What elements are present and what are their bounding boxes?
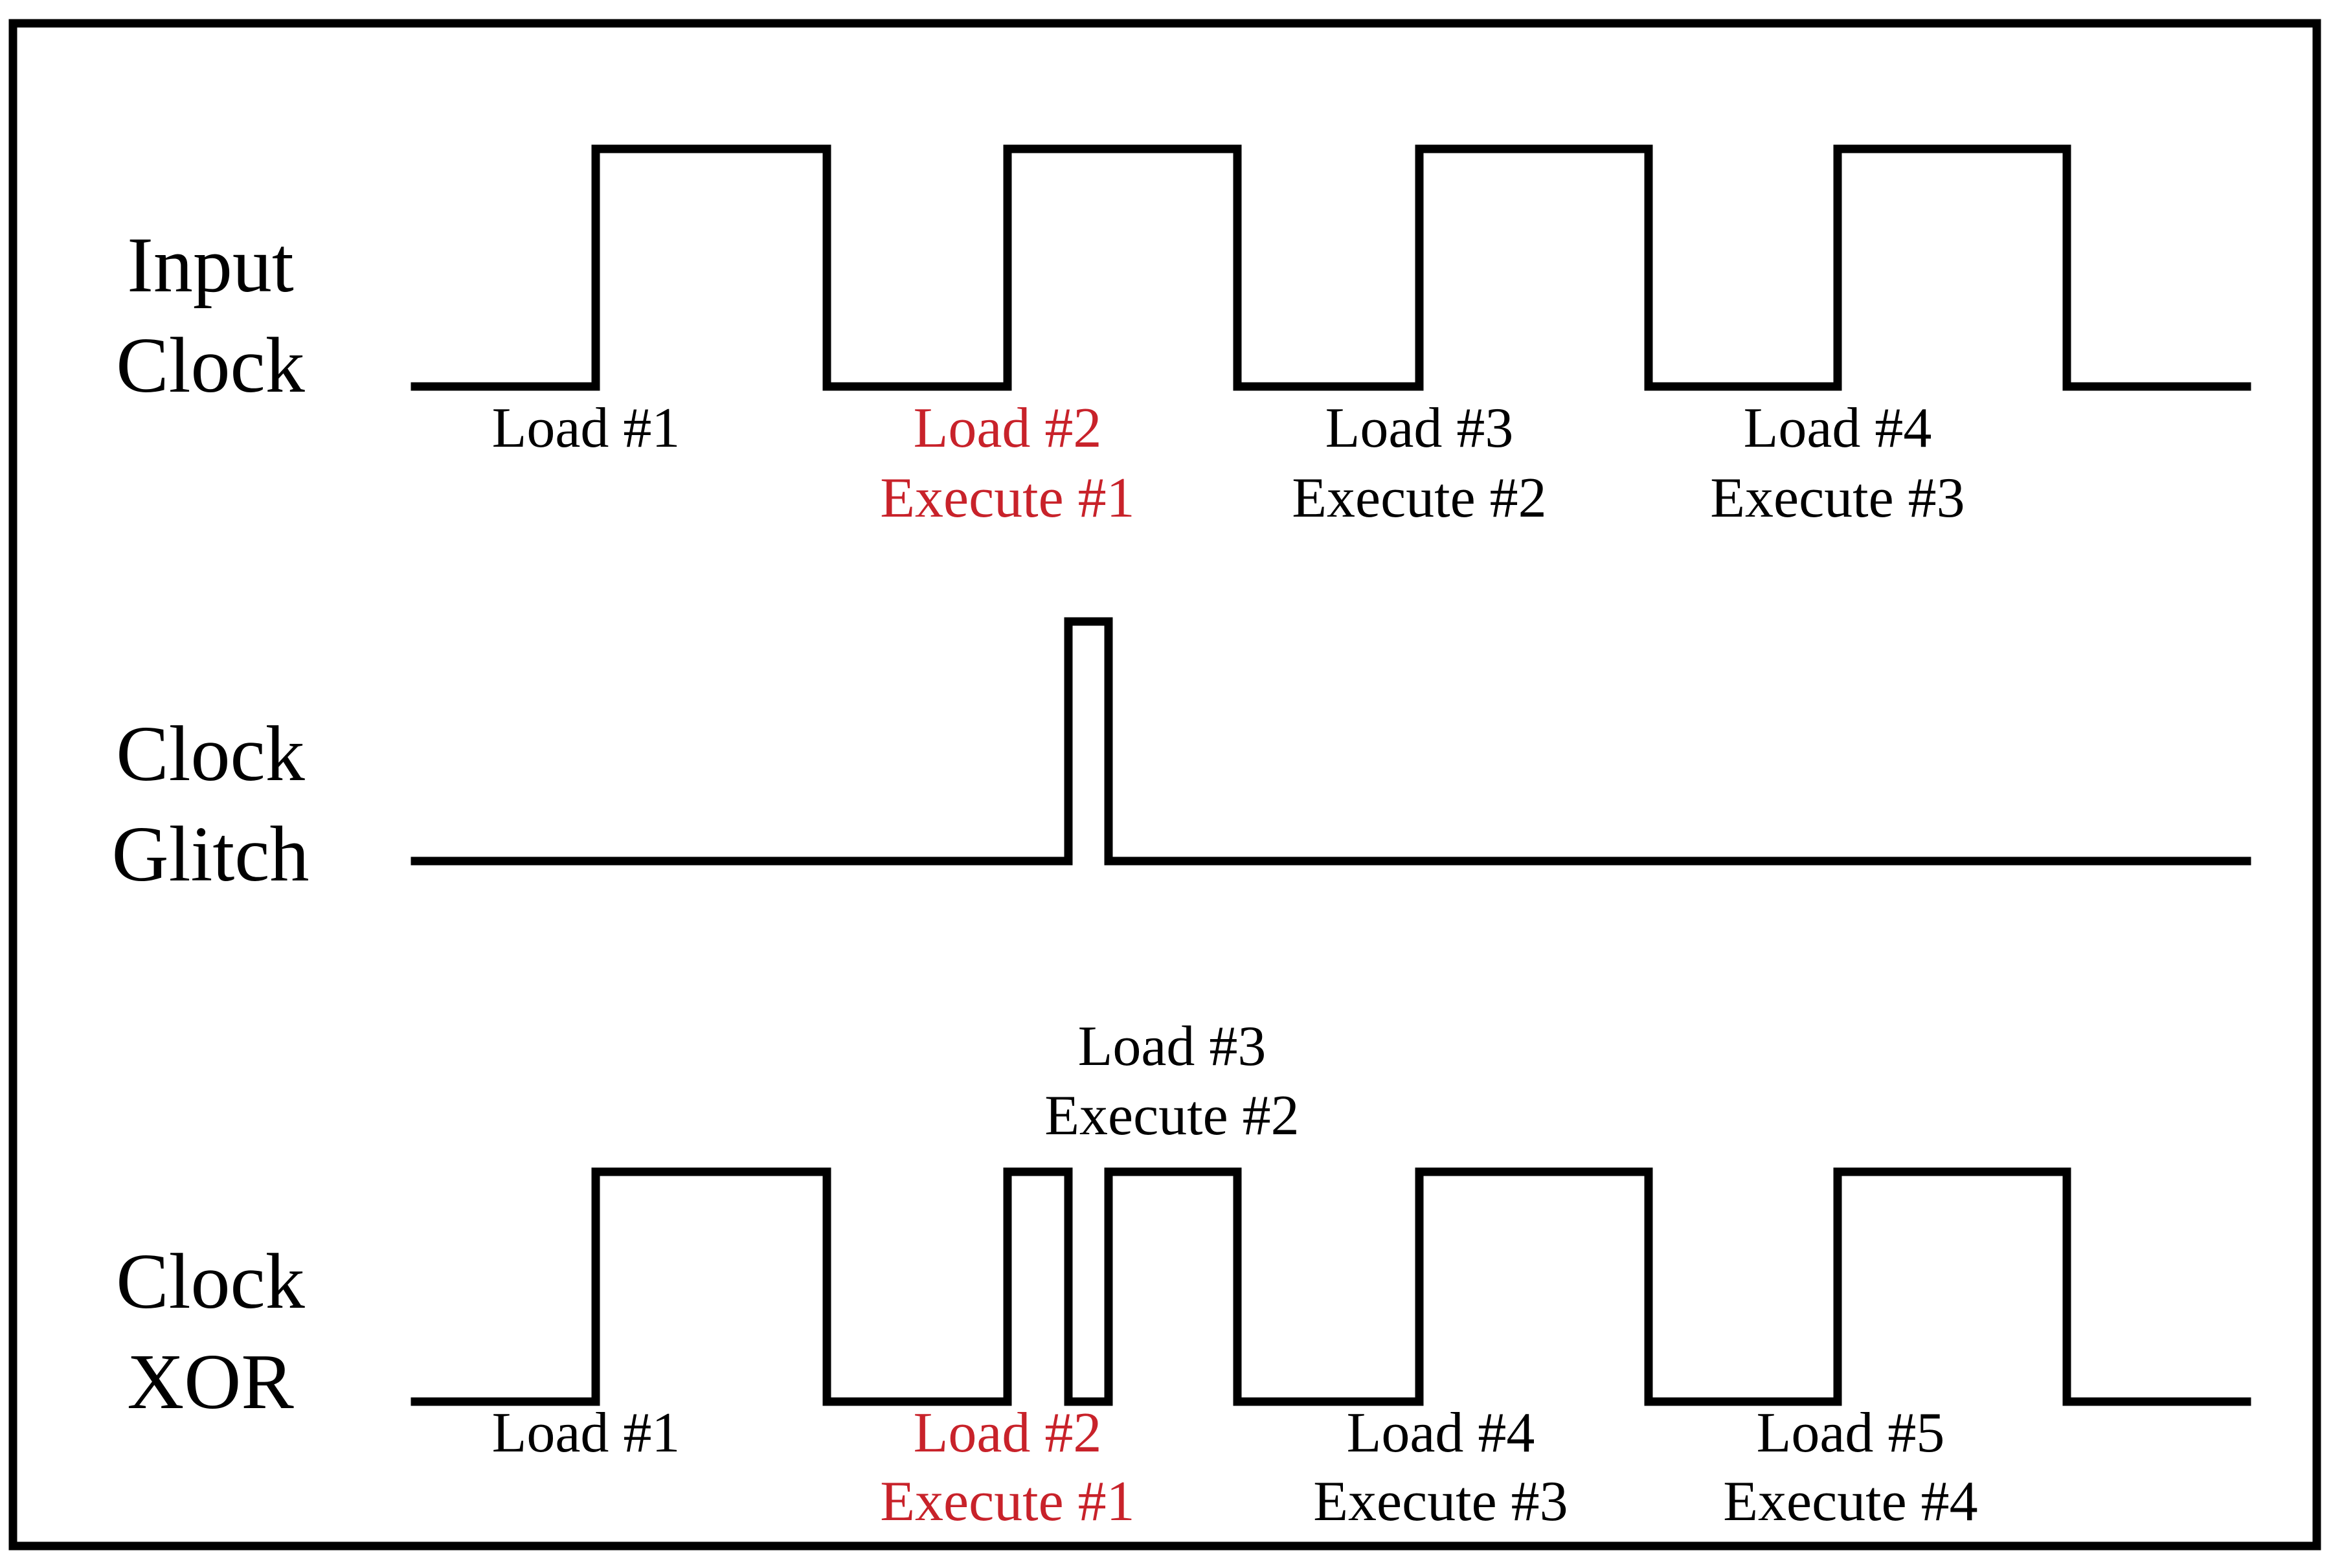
xor-load-2-execute-1-line-1: Load #2 [914,1402,1102,1464]
input-load-1-line-1: Load #1 [492,397,681,460]
waveforms-layer [411,144,2251,1406]
xor-load-3-execute-2-above-line-1: Load #3 [1078,1015,1267,1078]
xor-load-5-execute-4-line-2: Execute #4 [1723,1470,1977,1533]
clock-xor-row-label-line-1: Clock [116,1238,304,1325]
input-load-3-execute-2-line-2: Execute #2 [1292,467,1546,530]
input-load-2-execute-1-line-1: Load #2 [914,397,1102,460]
clock-xor-row-label-line-2: XOR [127,1338,294,1426]
clock-glitch-waveform [411,617,2251,866]
input-load-4-execute-3-line-1: Load #4 [1744,397,1932,460]
xor-load-4-execute-3-line-1: Load #4 [1347,1402,1535,1464]
xor-load-2-execute-1-line-2: Execute #1 [880,1470,1134,1533]
xor-load-3-execute-2-above-line-2: Execute #2 [1044,1084,1299,1147]
xor-load-4-execute-3-line-2: Execute #3 [1313,1470,1568,1533]
clock-glitch-row-label-line-1: Clock [116,710,304,798]
input-load-2-execute-1-line-2: Execute #1 [880,467,1134,530]
xor-load-1-line-1: Load #1 [492,1402,681,1464]
clock-glitch-row-label-line-2: Glitch [112,811,310,898]
input-clock-row-label-line-2: Clock [116,322,304,409]
input-load-4-execute-3-line-2: Execute #3 [1710,467,1965,530]
clock-xor-waveform [411,1167,2251,1406]
xor-load-5-execute-4-line-1: Load #5 [1757,1402,1945,1464]
input-load-3-execute-2-line-1: Load #3 [1325,397,1514,460]
input-clock-row-label-line-1: Input [127,221,294,309]
figure-border [8,19,2321,1551]
input-clock-waveform [411,144,2251,391]
